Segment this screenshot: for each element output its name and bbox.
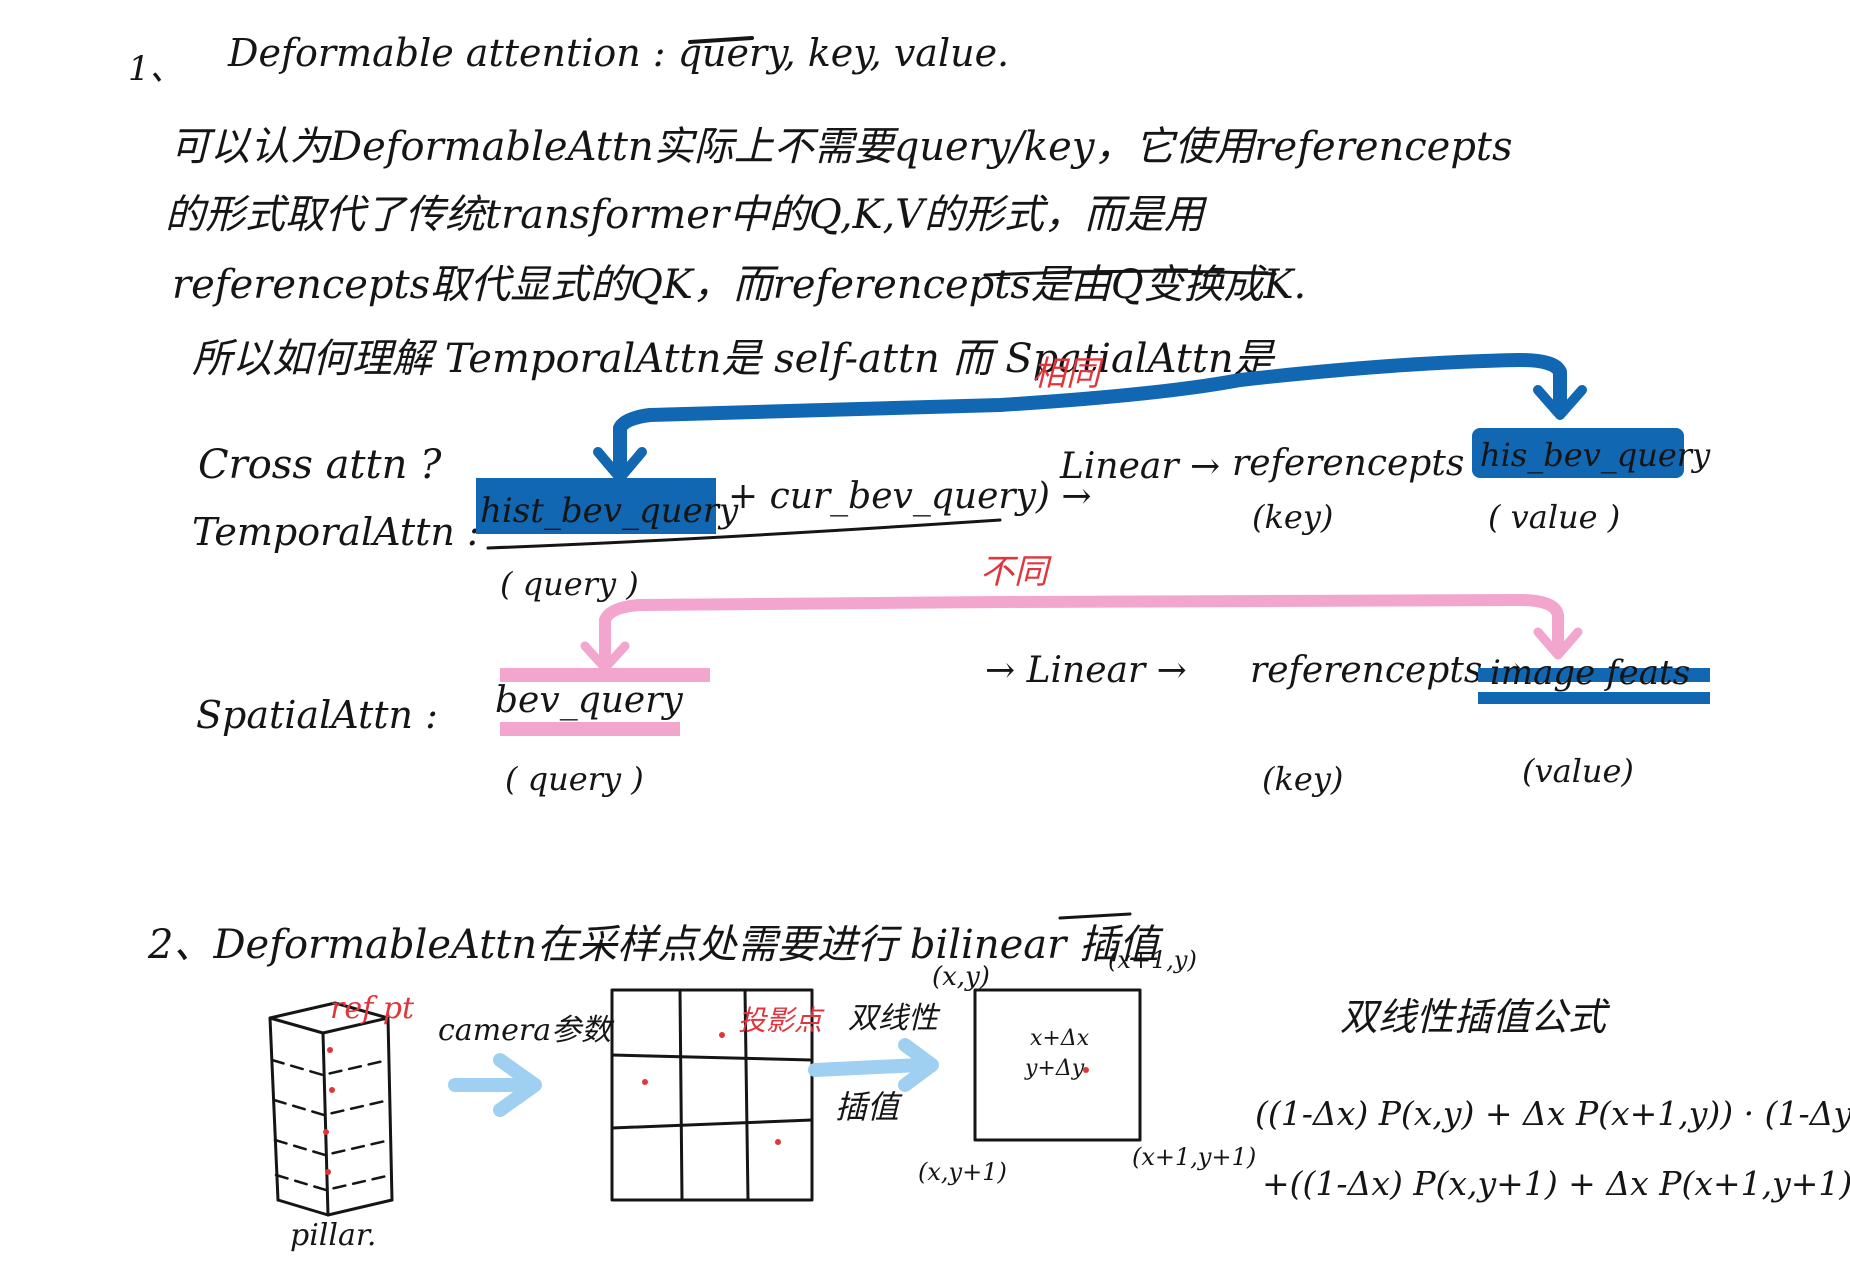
- key-strike: [688, 36, 754, 44]
- same-label: 相同: [1032, 354, 1104, 394]
- image-feats-highlight-top: [1478, 668, 1710, 682]
- spatial-value-tag: (value): [1522, 752, 1634, 790]
- different-arrowhead-right: [1533, 627, 1583, 660]
- bilinear-label-1: 双线性: [848, 1001, 941, 1036]
- inner-dx: x+Δx: [1030, 1026, 1090, 1051]
- pillar-box: [268, 1001, 394, 1217]
- corner-top-left: (x,y): [932, 962, 990, 992]
- bilinear-label-2: 插值: [835, 1088, 903, 1126]
- temporal-query-underline: [486, 518, 1002, 550]
- sample-point-label: 投影点: [738, 1004, 825, 1037]
- corner-bottom-left: (x,y+1): [918, 1158, 1007, 1186]
- same-connector-arrow: [613, 353, 1567, 475]
- temporal-key-tag: (key): [1252, 498, 1333, 536]
- pillar-label: pillar.: [290, 1218, 376, 1253]
- para-line-4: 所以如何理解 TemporalAttn是 self-attn 而 Spatial…: [192, 336, 1276, 382]
- ref-point-dots: [323, 1047, 335, 1175]
- interp-point-dot: [1083, 1067, 1089, 1073]
- spatial-value-term: image feats: [1490, 653, 1690, 693]
- section1-number: 1、: [128, 49, 184, 89]
- para-line-5: Cross attn ?: [198, 442, 442, 488]
- corner-bottom-right: (x+1,y+1): [1132, 1143, 1256, 1171]
- unit-cell: [973, 988, 1142, 1142]
- para-line-3: referencepts取代显式的QK，而referencepts是由Q变换成K…: [172, 262, 1306, 308]
- corner-top-right: (x+1,y): [1108, 946, 1197, 974]
- image-feats-highlight-bottom: [1478, 692, 1710, 704]
- temporal-query-tag: ( query ): [500, 565, 639, 603]
- para-underline: [983, 269, 1277, 277]
- different-label: 不同: [980, 552, 1052, 592]
- para-line-1: 可以认为DeformableAttn实际上不需要query/key，它使用ref…: [170, 124, 1513, 170]
- camera-label: camera参数: [438, 1013, 615, 1048]
- bilinear-arrow-head: [898, 1038, 939, 1092]
- spatial-query-tag: ( query ): [505, 760, 644, 798]
- spatial-bev-query: bev_query: [495, 680, 683, 721]
- image-grid: [610, 988, 814, 1202]
- section2-underline: [1058, 912, 1132, 920]
- spatial-arrow-linear: → Linear →: [985, 650, 1187, 691]
- temporal-hist-query: hist_bev_query: [480, 491, 739, 531]
- inner-dy: y+Δy: [1024, 1056, 1085, 1081]
- different-connector-arrow: [599, 594, 1564, 666]
- formula-title: 双线性插值公式: [1340, 995, 1611, 1039]
- his-bev-query-highlight: [1472, 428, 1684, 478]
- temporal-label: TemporalAttn :: [192, 510, 480, 554]
- temporal-plus-cur: + cur_bev_query) →: [728, 476, 1092, 517]
- bev-query-highlight-top: [500, 668, 710, 682]
- same-arrowhead-right: [1533, 385, 1587, 420]
- sample-point-dots: [642, 1032, 781, 1145]
- bilinear-arrow-shaft: [808, 1058, 927, 1077]
- ref-pt-label: ref pt: [330, 991, 415, 1026]
- section1-heading: Deformable attention : query, key, value…: [227, 31, 1009, 75]
- formula-line-2: +((1-Δx) P(x,y+1) + Δx P(x+1,y+1)) · Δy: [1262, 1164, 1850, 1203]
- para-line-2: 的形式取代了传统transformer中的Q,K,V的形式，而是用: [165, 192, 1208, 238]
- spatial-key-tag: (key): [1262, 760, 1343, 798]
- formula-line-1: ((1-Δx) P(x,y) + Δx P(x+1,y)) · (1-Δy): [1255, 1094, 1850, 1133]
- temporal-value-term: his_bev_query: [1480, 436, 1711, 474]
- spatial-label: SpatialAttn :: [196, 693, 438, 737]
- temporal-value-tag: ( value ): [1488, 498, 1620, 536]
- hist-query-highlight: [476, 478, 716, 534]
- temporal-linear: Linear →: [1059, 446, 1220, 487]
- section2-heading: 2、DeformableAttn在采样点处需要进行 bilinear 插值: [147, 922, 1164, 968]
- bev-query-highlight-bottom: [500, 722, 680, 736]
- temporal-referencepts: referencepts →: [1232, 443, 1506, 484]
- camera-arrow-head: [493, 1053, 542, 1117]
